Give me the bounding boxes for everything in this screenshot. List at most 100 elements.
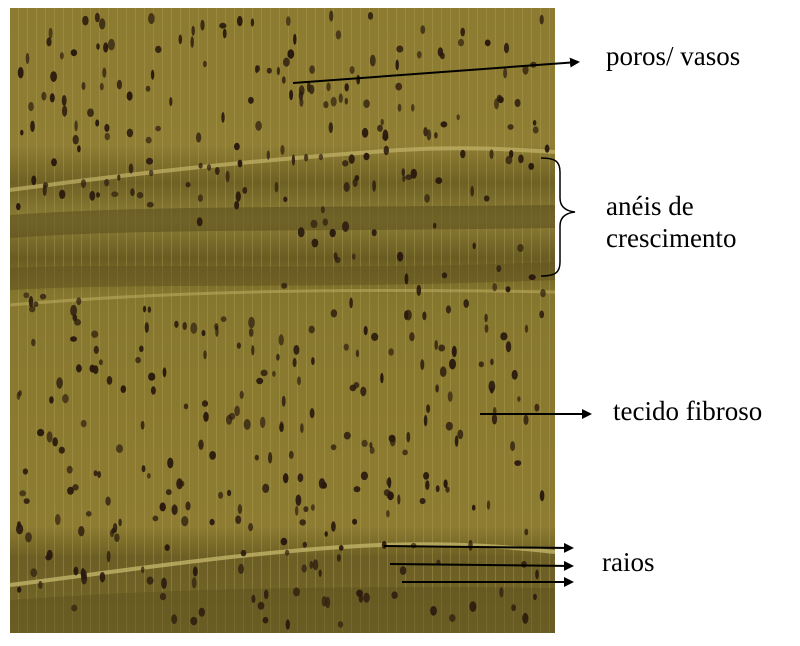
pore [105, 133, 110, 140]
pore [287, 49, 294, 58]
pore [242, 187, 247, 194]
pore [248, 317, 255, 328]
pore [167, 458, 173, 469]
pore [248, 523, 253, 531]
pore [511, 604, 516, 611]
pore [148, 373, 155, 381]
pore [111, 191, 118, 197]
pore [352, 519, 357, 525]
pore [338, 621, 343, 628]
pore [363, 153, 369, 160]
pore [192, 577, 197, 588]
pore [463, 299, 469, 308]
pore [160, 502, 166, 511]
pore [319, 570, 322, 577]
pore [234, 406, 240, 417]
pore [155, 126, 161, 132]
pore [540, 289, 546, 297]
pore [23, 292, 29, 298]
wood-photo [10, 8, 555, 633]
pore [72, 484, 78, 490]
pore [300, 423, 304, 433]
pore [534, 404, 539, 412]
label-aneis-line2: crescimento [606, 222, 736, 254]
pore [283, 58, 290, 67]
pore [251, 595, 255, 603]
pore [237, 342, 241, 348]
pore [78, 526, 84, 536]
pore [370, 55, 376, 67]
pore [372, 229, 377, 236]
pore [263, 617, 269, 624]
pore [183, 322, 187, 330]
pore [210, 519, 215, 525]
pore [279, 423, 284, 432]
pore [215, 167, 220, 175]
pore [503, 68, 507, 78]
pore [272, 371, 276, 377]
label-raios: raios [602, 546, 654, 578]
pore [424, 415, 428, 426]
pore [380, 373, 383, 383]
pore [172, 504, 178, 515]
pore [386, 510, 390, 517]
pore [116, 444, 123, 453]
pore [298, 227, 305, 237]
pore [142, 465, 146, 472]
pore [356, 590, 363, 597]
pore [356, 350, 359, 358]
pore [268, 452, 272, 464]
pore [209, 451, 216, 460]
pore [336, 30, 341, 39]
pore [433, 223, 436, 229]
pore [50, 93, 55, 102]
pore [267, 68, 272, 74]
pore [449, 614, 455, 622]
pore [62, 394, 69, 403]
pore [364, 326, 368, 335]
pore [330, 229, 336, 238]
pore [326, 83, 330, 92]
pore [108, 39, 115, 50]
pore [153, 516, 159, 522]
pore [184, 404, 189, 410]
pore [319, 154, 323, 160]
pore [540, 490, 545, 501]
pore [94, 346, 99, 354]
pore [362, 128, 368, 138]
pore [215, 326, 218, 337]
pore [235, 515, 241, 524]
pore [50, 71, 57, 82]
pore [533, 594, 537, 600]
pore [533, 126, 539, 133]
pore [151, 386, 156, 394]
pore [295, 506, 298, 516]
pore [535, 570, 539, 580]
pore [234, 143, 240, 150]
pore [105, 497, 110, 506]
pore [325, 531, 328, 537]
pore [397, 252, 403, 262]
pore [460, 150, 465, 159]
pore [117, 174, 120, 181]
pore [186, 182, 191, 188]
pore [255, 121, 262, 131]
pore [311, 357, 315, 365]
pore [260, 417, 265, 428]
pore [171, 614, 177, 624]
pore [86, 511, 92, 517]
pore [402, 175, 405, 182]
pore [103, 42, 108, 52]
pore [248, 97, 254, 104]
pore [282, 76, 286, 84]
pore [303, 506, 308, 512]
pore [234, 201, 239, 210]
pore [70, 305, 77, 316]
pore [99, 359, 103, 365]
pore [139, 346, 144, 353]
pore [143, 306, 146, 313]
pore [71, 605, 77, 612]
pore [334, 252, 338, 260]
pore [440, 366, 447, 377]
pore [434, 132, 438, 138]
